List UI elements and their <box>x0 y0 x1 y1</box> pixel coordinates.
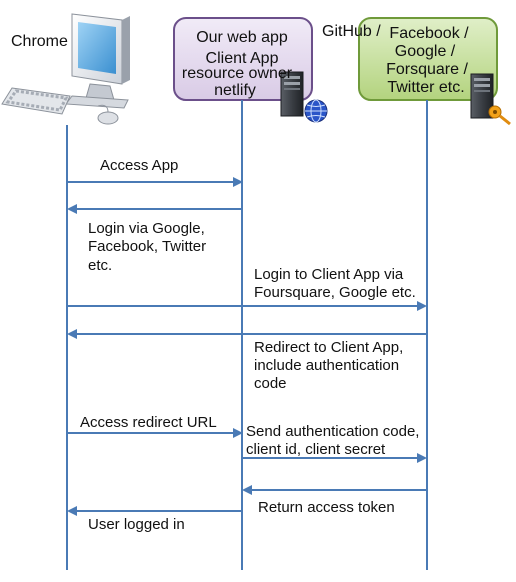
message-login-via-google: Login via Google, Facebook, Twitter etc. <box>67 204 242 274</box>
message-label: Foursquare, Google etc. <box>254 284 416 301</box>
message-label: Return access token <box>258 499 395 516</box>
webapp-label-line: resource owner <box>182 65 293 82</box>
message-redirect-to-client-app: Redirect to Client App, include authenti… <box>67 329 427 392</box>
chrome-label: Chrome <box>11 33 68 50</box>
desktop-computer-icon <box>1 13 130 125</box>
message-label: Redirect to Client App, <box>254 339 403 356</box>
message-access-app: Access App <box>67 157 243 187</box>
message-label: Send authentication code, <box>246 423 419 440</box>
provider-label: Facebook / Google / Forsquare / Twitter … <box>386 25 469 96</box>
arrowhead <box>67 329 77 339</box>
arrowhead <box>67 506 77 516</box>
webapp-label: Our web app Client App resource owner ne… <box>182 29 293 99</box>
message-label: client id, client secret <box>246 441 386 458</box>
message-label: Access App <box>100 157 178 174</box>
message-label: code <box>254 375 287 392</box>
provider-label-line: Twitter etc. <box>387 79 464 96</box>
arrowhead <box>242 485 252 495</box>
arrowhead <box>417 453 427 463</box>
message-user-logged-in: User logged in <box>67 506 242 533</box>
message-label: etc. <box>88 257 112 274</box>
arrowhead <box>233 428 243 438</box>
message-label: Login to Client App via <box>254 266 404 283</box>
webapp-label-line: netlify <box>214 82 256 99</box>
message-send-authentication-code: Send authentication code, client id, cli… <box>242 423 427 463</box>
message-label: Access redirect URL <box>80 414 217 431</box>
message-access-redirect-url: Access redirect URL <box>67 414 243 438</box>
webapp-label-line: Our web app <box>196 29 288 46</box>
provider-prefix-label: GitHub / <box>322 23 381 40</box>
arrowhead <box>417 301 427 311</box>
message-label: User logged in <box>88 516 185 533</box>
webapp-label-line: Client App <box>206 50 279 67</box>
arrowhead <box>233 177 243 187</box>
arrowhead <box>67 204 77 214</box>
provider-label-line: Forsquare / <box>386 61 468 78</box>
message-label: Facebook, Twitter <box>88 238 206 255</box>
web-server-icon <box>280 71 328 123</box>
key-server-icon <box>470 73 511 126</box>
message-return-access-token: Return access token <box>242 485 427 516</box>
provider-label-line: Google / <box>395 43 456 60</box>
message-login-to-client-app: Login to Client App via Foursquare, Goog… <box>67 266 427 311</box>
message-label: Login via Google, <box>88 220 205 237</box>
message-label: include authentication <box>254 357 399 374</box>
provider-label-line: Facebook / <box>389 25 469 42</box>
